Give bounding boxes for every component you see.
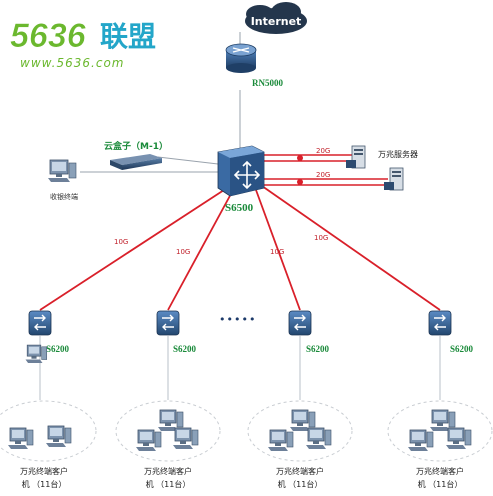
client-pc-icon — [25, 344, 48, 364]
client-pc-icon — [305, 427, 332, 450]
client-group-4 — [387, 400, 493, 462]
client-group-4-label-line2: 机 （11台） — [418, 479, 463, 489]
client-group-3-label-line2: 机 （11台） — [278, 479, 323, 489]
router-label: RN5000 — [252, 78, 283, 88]
cloudbox-core-link — [157, 156, 219, 165]
server-link-lower — [262, 178, 388, 186]
uplink-1 — [39, 189, 225, 311]
links-layer — [39, 32, 441, 400]
uplink-4-label: 10G — [314, 234, 328, 242]
client-group-4-label-line1: 万兆终端客户 — [416, 466, 464, 476]
client-pc-icon — [407, 429, 434, 452]
client-group-2 — [115, 400, 221, 462]
more-switches-ellipsis: ••••• — [219, 313, 256, 326]
server-link-2-label: 20G — [316, 171, 330, 179]
access-switch-1-icon — [28, 310, 52, 336]
internet-label: Internet — [251, 15, 302, 28]
uplink-3-label: 10G — [270, 248, 284, 256]
client-group-3 — [247, 400, 353, 462]
server-link-upper — [262, 154, 352, 162]
server-lower-icon — [384, 167, 404, 191]
client-group-2-label-line2: 机 （11台） — [146, 479, 191, 489]
uplink-2 — [167, 191, 233, 311]
site-logo: 5636 联盟 www.5636.com — [10, 17, 156, 70]
client-group-1-label-line2: 机 （11台） — [22, 479, 67, 489]
client-pc-icon — [45, 425, 72, 448]
uplink-2-label: 10G — [176, 248, 190, 256]
access-switch-2-icon — [156, 310, 180, 336]
client-group-2-label-line1: 万兆终端客户 — [144, 466, 192, 476]
internet-cloud-icon: Internet — [245, 2, 307, 34]
logo-url: www.5636.com — [20, 56, 124, 70]
server-label: 万兆服务器 — [378, 149, 418, 159]
core-switch-label: S6500 — [225, 202, 254, 214]
access-switch-4-icon — [428, 310, 452, 336]
server-link-1-label: 20G — [316, 147, 330, 155]
client-group-1-label-line1: 万兆终端客户 — [20, 466, 68, 476]
cashier-terminal-icon — [48, 159, 77, 182]
router-icon — [225, 43, 257, 73]
access-switch-3-icon — [288, 310, 312, 336]
client-pc-icon — [135, 429, 162, 452]
cloud-box-label: 云盒子（M-1） — [104, 140, 168, 152]
core-switch-icon — [217, 145, 265, 197]
cloud-box-device-icon — [110, 154, 162, 170]
uplink-3 — [255, 189, 301, 311]
access-switch-1-label: S6200 — [46, 344, 70, 354]
server-upper-icon — [346, 145, 366, 169]
access-switch-2-label: S6200 — [173, 344, 197, 354]
uplink-4 — [261, 185, 441, 311]
logo-digits: 5636 — [10, 17, 87, 55]
client-pc-icon — [267, 429, 294, 452]
client-pc-icon — [7, 427, 34, 450]
cashier-label: 收银终端 — [50, 192, 78, 201]
client-pc-icon — [445, 427, 472, 450]
client-group-1 — [0, 344, 97, 462]
client-pc-icon — [172, 427, 199, 450]
access-switch-3-label: S6200 — [306, 344, 330, 354]
client-group-3-label-line1: 万兆终端客户 — [276, 466, 324, 476]
uplink-1-label: 10G — [114, 238, 128, 246]
access-switch-4-label: S6200 — [450, 344, 474, 354]
logo-cn: 联盟 — [100, 20, 156, 53]
